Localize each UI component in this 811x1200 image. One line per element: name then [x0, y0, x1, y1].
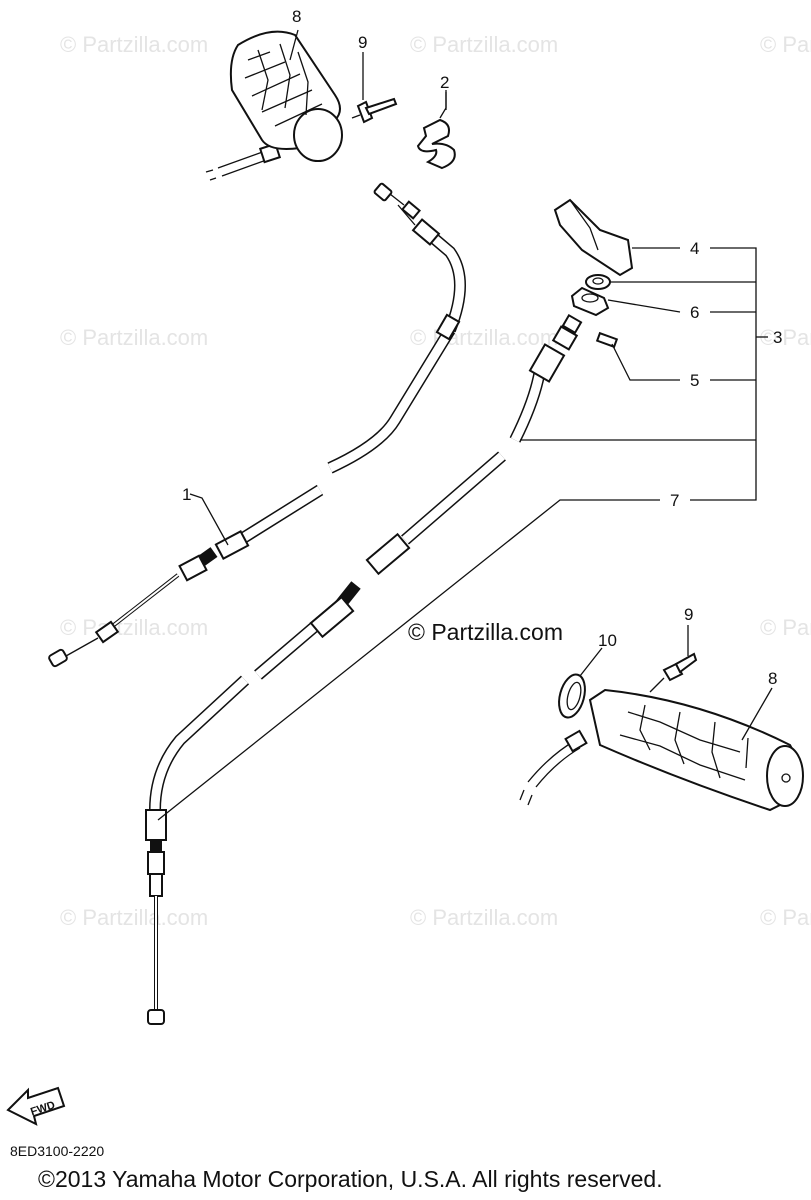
- callout-9b: 9: [684, 605, 693, 624]
- throttle-lever-assembly: [553, 198, 634, 349]
- watermark: © Partzilla.com: [410, 325, 558, 350]
- watermark: © Partzilla.com: [760, 325, 811, 350]
- watermark: © Partzilla.com: [760, 615, 811, 640]
- callout-9: 9: [358, 33, 367, 52]
- clip: [416, 90, 456, 170]
- watermark: © Partzilla.com: [60, 325, 208, 350]
- callout-6: 6: [690, 303, 699, 322]
- cable-7: [145, 313, 583, 1025]
- watermark: © Partzilla.com: [760, 32, 811, 57]
- callout-labels: 8 9 2 4 6 3 5 1 7 9 10 8: [182, 7, 782, 688]
- screw-top: [351, 52, 398, 124]
- callout-5: 5: [690, 371, 699, 390]
- part-code: 8ED3100-2220: [10, 1143, 105, 1159]
- callout-1: 1: [182, 485, 191, 504]
- watermark: © Partzilla.com: [60, 615, 208, 640]
- fwd-arrow: FWD: [6, 1086, 66, 1126]
- watermark: © Partzilla.com: [410, 32, 558, 57]
- watermark: © Partzilla.com: [410, 905, 558, 930]
- watermark: © Partzilla.com: [760, 905, 811, 930]
- callout-2: 2: [440, 73, 449, 92]
- watermark: © Partzilla.com: [60, 905, 208, 930]
- grip-left: [205, 30, 343, 181]
- cable-1: [48, 182, 466, 668]
- callout-8b: 8: [768, 669, 777, 688]
- callout-7: 7: [670, 491, 679, 510]
- callout-10: 10: [598, 631, 617, 650]
- callout-4: 4: [690, 239, 699, 258]
- watermark-main: © Partzilla.com: [408, 619, 563, 645]
- grip-right: [519, 652, 804, 812]
- copyright: ©2013 Yamaha Motor Corporation, U.S.A. A…: [38, 1166, 663, 1192]
- callout-8: 8: [292, 7, 301, 26]
- callout-3: 3: [773, 328, 782, 347]
- watermark: © Partzilla.com: [60, 32, 208, 57]
- leader-lines: [157, 29, 773, 821]
- watermark-layer: © Partzilla.com © Partzilla.com © Partzi…: [60, 32, 811, 930]
